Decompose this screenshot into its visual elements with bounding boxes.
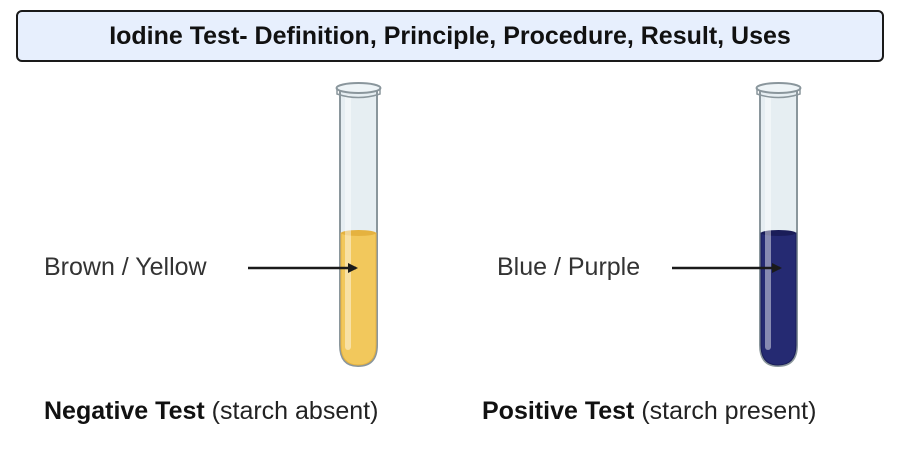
note-negative: (starch absent) [211, 397, 379, 425]
tube-liquid-blue-purple [760, 232, 797, 366]
color-label-negative: Brown / Yellow [44, 253, 207, 281]
tube-lip [756, 88, 801, 99]
tube-liquid-surface [761, 230, 796, 236]
page-title: Iodine Test- Definition, Principle, Proc… [16, 10, 884, 62]
note-positive: (starch present) [641, 397, 817, 425]
color-label-positive: Blue / Purple [497, 253, 641, 281]
tube-liquid-surface [341, 230, 376, 236]
negative-test-tube [248, 82, 382, 368]
tube-highlight [345, 95, 351, 350]
tube-highlight [765, 95, 771, 350]
result-positive: Positive Test [482, 397, 635, 425]
caption-negative: Negative Test (starch absent) [44, 397, 378, 426]
tube-rim [335, 82, 382, 94]
caption-positive: Positive Test (starch present) [482, 397, 816, 426]
tube-lip [336, 88, 381, 99]
tube-rim [755, 82, 802, 94]
result-negative: Negative Test [44, 397, 205, 425]
positive-test-tube [672, 82, 802, 368]
